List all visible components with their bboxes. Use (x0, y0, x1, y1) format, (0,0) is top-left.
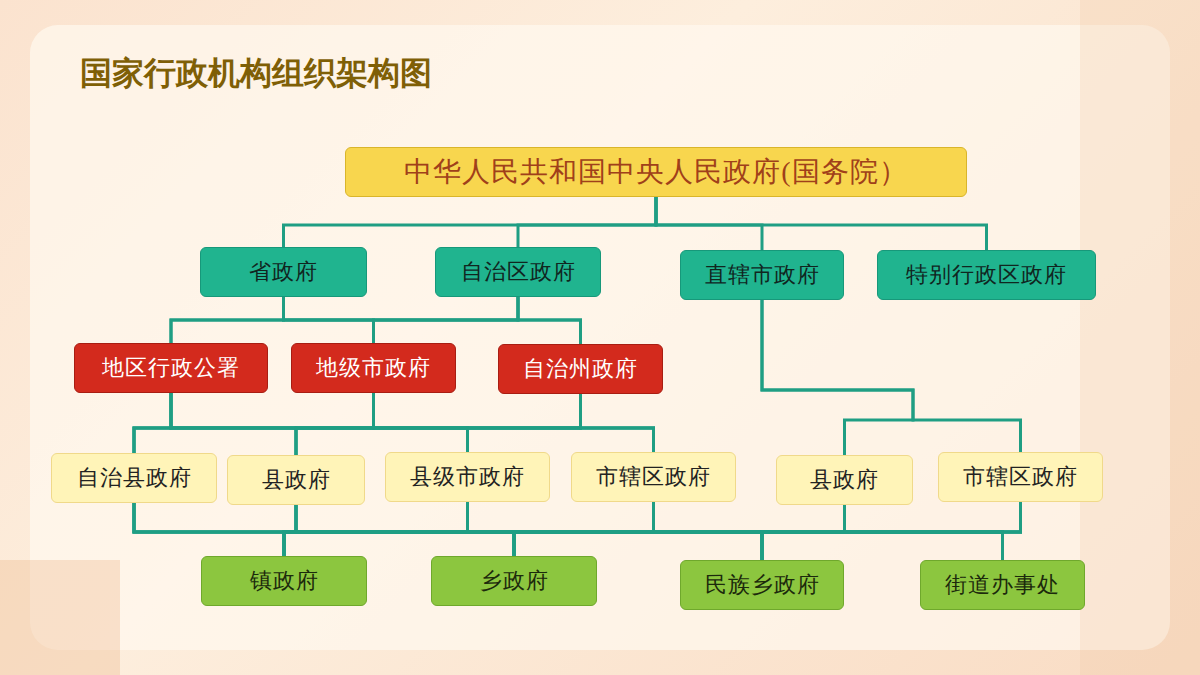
connector (171, 297, 518, 343)
box-label: 镇政府 (250, 566, 319, 596)
connector (284, 502, 468, 556)
box-label: 市辖区政府 (596, 462, 711, 492)
org-box: 乡政府 (431, 556, 597, 606)
corner-shade (0, 560, 120, 675)
connector (284, 197, 657, 247)
connector (134, 503, 514, 556)
org-box: 地级市政府 (291, 343, 456, 393)
box-label: 中华人民共和国中央人民政府(国务院） (404, 153, 907, 191)
box-label: 省政府 (249, 257, 318, 287)
connector (296, 393, 374, 455)
box-label: 自治州政府 (523, 354, 638, 384)
connector (134, 503, 284, 556)
connector (134, 393, 374, 453)
connector (581, 394, 654, 452)
connector (1003, 502, 1021, 560)
connector (762, 300, 1021, 452)
connector (762, 300, 913, 455)
org-box: 县政府 (227, 455, 365, 505)
connector (468, 502, 515, 556)
panel (30, 25, 1170, 650)
box-label: 乡政府 (480, 566, 549, 596)
box-label: 自治县政府 (77, 463, 192, 493)
org-box: 镇政府 (201, 556, 367, 606)
edge-shade (1080, 0, 1200, 675)
connector (762, 502, 1021, 560)
connector (514, 502, 1021, 556)
connector (171, 393, 296, 455)
box-label: 直辖市政府 (705, 260, 820, 290)
connector (171, 393, 654, 452)
connector (518, 297, 581, 344)
box-label: 地级市政府 (316, 353, 431, 383)
org-box: 县级市政府 (385, 452, 550, 502)
connector (134, 393, 171, 453)
connector (514, 502, 654, 556)
connector (518, 197, 656, 247)
box-label: 民族乡政府 (705, 570, 820, 600)
org-box: 中华人民共和国中央人民政府(国务院） (345, 147, 967, 197)
connector (134, 394, 581, 453)
org-box: 民族乡政府 (680, 560, 844, 610)
org-box: 直辖市政府 (680, 250, 844, 300)
org-box: 自治县政府 (51, 453, 217, 503)
org-box: 自治州政府 (498, 344, 663, 394)
org-box: 县政府 (776, 455, 913, 505)
box-label: 县政府 (262, 465, 331, 495)
org-box: 地区行政公署 (74, 343, 268, 393)
box-label: 街道办事处 (945, 570, 1060, 600)
box-label: 市辖区政府 (963, 462, 1078, 492)
org-box: 自治区政府 (435, 247, 601, 297)
org-box: 街道办事处 (920, 560, 1085, 610)
org-box: 市辖区政府 (938, 452, 1103, 502)
diagram-title: 国家行政机构组织架构图 (80, 52, 432, 96)
connector (284, 502, 1021, 556)
box-label: 特别行政区政府 (906, 260, 1067, 290)
connector (284, 502, 654, 556)
connector (171, 393, 468, 452)
box-label: 县政府 (810, 465, 879, 495)
org-box: 省政府 (200, 247, 367, 297)
box-label: 地区行政公署 (102, 353, 240, 383)
connector (374, 393, 654, 452)
connector (468, 394, 581, 452)
box-label: 自治区政府 (461, 257, 576, 287)
connector (296, 394, 581, 455)
org-box: 市辖区政府 (571, 452, 736, 502)
connector (656, 197, 987, 250)
org-box: 特别行政区政府 (877, 250, 1096, 300)
connector (374, 393, 468, 452)
box-label: 县级市政府 (410, 462, 525, 492)
connector (374, 297, 519, 343)
